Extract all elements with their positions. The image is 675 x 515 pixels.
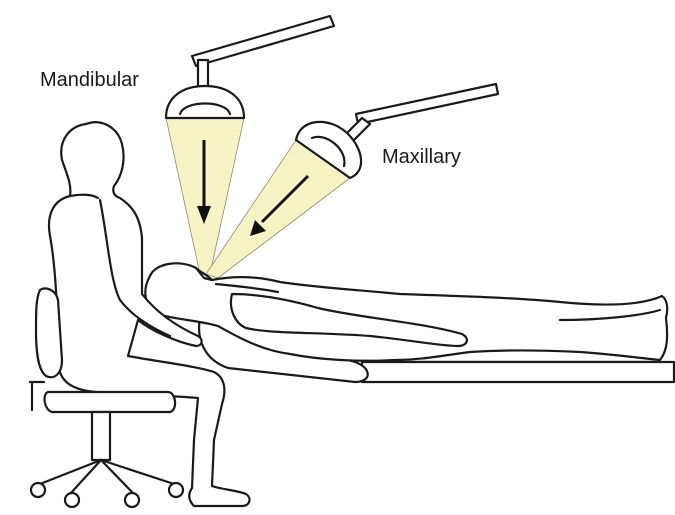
mandibular-lamp bbox=[166, 16, 334, 118]
stool-wheel bbox=[31, 483, 45, 497]
stool-wheel bbox=[169, 483, 183, 497]
maxillary-lamp-arm bbox=[356, 84, 498, 124]
stool-seat bbox=[45, 392, 176, 412]
mandibular-lamp-arm bbox=[192, 16, 334, 66]
stool-backrest bbox=[36, 288, 62, 377]
mandibular-lamp-post bbox=[198, 60, 208, 88]
mandibular-label: Mandibular bbox=[40, 69, 139, 91]
stool-wheel bbox=[65, 493, 79, 507]
maxillary-label: Maxillary bbox=[382, 146, 461, 168]
stool-wheel bbox=[125, 493, 139, 507]
mandibular-lamp-head bbox=[166, 86, 244, 118]
